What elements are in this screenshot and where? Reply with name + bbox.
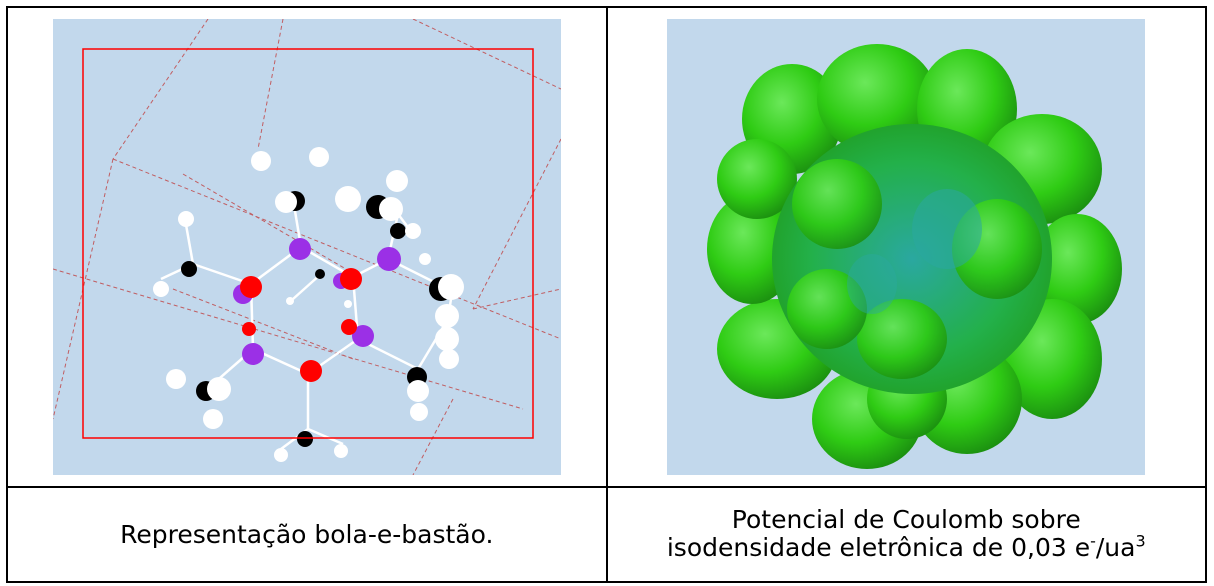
ball-and-stick-model	[52, 19, 561, 475]
coulomb-caption-line2: isodensidade eletrônica de 0,03 e-/ua3	[666, 531, 1146, 562]
coulomb-caption-line1: Potencial de Coulomb sobre	[731, 504, 1081, 534]
figure-table: Representação bola-e-bastão. Potencial d…	[6, 6, 1207, 583]
right-caption: Potencial de Coulomb sobre isodensidade …	[605, 486, 1207, 583]
left-image-cell	[6, 6, 608, 488]
ball-and-stick-caption: Representação bola-e-bastão.	[120, 519, 494, 549]
left-caption: Representação bola-e-bastão.	[6, 486, 608, 583]
coulomb-potential-surface	[667, 19, 1146, 475]
right-image-cell	[605, 6, 1207, 488]
